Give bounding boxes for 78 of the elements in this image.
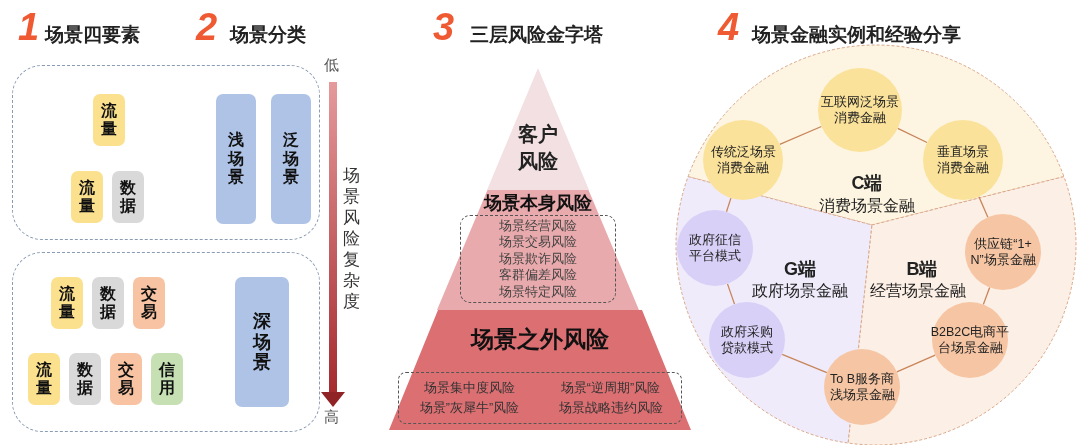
sector-title: C端 bbox=[851, 172, 883, 195]
tile-label: 流量 bbox=[101, 101, 117, 139]
circle-label: 供应链“1+N”场景金融 bbox=[969, 235, 1037, 269]
tile-label: 数据 bbox=[100, 284, 116, 322]
connector-line bbox=[781, 353, 828, 374]
sector-subtitle: 经营场景金融 bbox=[870, 280, 966, 301]
element-tile bbox=[92, 277, 124, 329]
circle-label: To B服务商浅场景金融 bbox=[828, 370, 896, 404]
tile-label: 流量 bbox=[59, 284, 75, 322]
risk-item: 场景集中度风险 bbox=[423, 379, 516, 397]
element-tile bbox=[28, 353, 60, 405]
connector-line bbox=[897, 127, 928, 144]
pyramid-tier bbox=[487, 68, 589, 190]
element-tile bbox=[93, 94, 125, 146]
connector-line bbox=[779, 125, 823, 145]
sector-subtitle: 政府场景金融 bbox=[752, 280, 848, 301]
section-number: 1 bbox=[18, 8, 40, 46]
risk-item: 场景欺诈风险 bbox=[499, 250, 577, 268]
dashed-list-box bbox=[398, 372, 682, 424]
section-heading: 三层风险金字塔 bbox=[470, 23, 603, 47]
scale-label: 低 bbox=[324, 56, 339, 75]
element-tile bbox=[151, 353, 183, 405]
axis-label: 场景风险复杂度 bbox=[343, 165, 360, 312]
section-number: 4 bbox=[718, 8, 740, 46]
section-heading: 场景分类 bbox=[230, 23, 306, 47]
sector-subtitle: 消费场景金融 bbox=[819, 195, 915, 216]
dashed-group-box bbox=[12, 252, 320, 432]
sector-title: B端 bbox=[906, 258, 938, 281]
risk-item: 场景“逆周期”风险 bbox=[559, 379, 662, 397]
element-tile bbox=[71, 171, 103, 223]
risk-item: 场景战略违约风险 bbox=[557, 399, 664, 417]
scale-label: 高 bbox=[324, 408, 339, 427]
risk-item: 场景经营风险 bbox=[499, 217, 577, 235]
pyramid-tier bbox=[437, 190, 639, 310]
element-tile bbox=[271, 94, 311, 224]
circle-label: 传统泛场景消费金融 bbox=[709, 143, 777, 177]
tile-label: 深场景 bbox=[253, 310, 271, 374]
element-tile bbox=[133, 277, 165, 329]
tier-title: 客户风险 bbox=[518, 122, 558, 174]
circle-label: 政府征信平台模式 bbox=[688, 231, 742, 265]
connector-line bbox=[982, 286, 991, 306]
tile-label: 交易 bbox=[141, 284, 157, 322]
tier-title: 场景本身风险 bbox=[484, 192, 592, 215]
element-tile bbox=[112, 171, 144, 223]
dashed-list-box bbox=[460, 215, 616, 303]
risk-item: 场景特定风险 bbox=[499, 283, 577, 301]
tile-label: 数据 bbox=[120, 178, 136, 216]
risk-item: 客群偏差风险 bbox=[499, 267, 577, 284]
risk-item: 场景”灰犀牛”风险 bbox=[418, 399, 521, 417]
element-tile bbox=[69, 353, 101, 405]
section-number: 2 bbox=[196, 8, 218, 46]
tile-label: 流量 bbox=[79, 178, 95, 216]
tier-title: 场景之外风险 bbox=[471, 324, 609, 354]
element-tile bbox=[216, 94, 256, 224]
circle-label: 政府采购贷款模式 bbox=[720, 323, 774, 357]
element-tile bbox=[51, 277, 83, 329]
connector-line bbox=[978, 196, 989, 218]
tile-label: 浅场景 bbox=[228, 131, 244, 187]
circle-label: 垂直场景消费金融 bbox=[936, 143, 990, 177]
circle-label: B2B2C电商平台场景金融 bbox=[930, 323, 1010, 357]
element-tile bbox=[110, 353, 142, 405]
pyramid-tier bbox=[389, 310, 691, 430]
tile-label: 数据 bbox=[77, 360, 93, 398]
sector-title: G端 bbox=[784, 258, 816, 281]
section-number: 3 bbox=[433, 8, 455, 46]
tile-label: 泛场景 bbox=[283, 131, 299, 187]
connector-line bbox=[725, 197, 732, 213]
connector-line bbox=[726, 283, 736, 305]
circle-label: 互联网泛场景消费金融 bbox=[820, 93, 900, 127]
dashed-group-box bbox=[12, 65, 320, 240]
section-heading: 场景四要素 bbox=[45, 23, 140, 47]
risk-item: 场景交易风险 bbox=[499, 234, 577, 251]
element-tile bbox=[235, 277, 289, 407]
tile-label: 流量 bbox=[36, 360, 52, 398]
tile-label: 信用 bbox=[159, 360, 175, 398]
section-heading: 场景金融实例和经验分享 bbox=[752, 23, 961, 47]
connector-line bbox=[896, 354, 936, 373]
tile-label: 交易 bbox=[118, 360, 134, 398]
